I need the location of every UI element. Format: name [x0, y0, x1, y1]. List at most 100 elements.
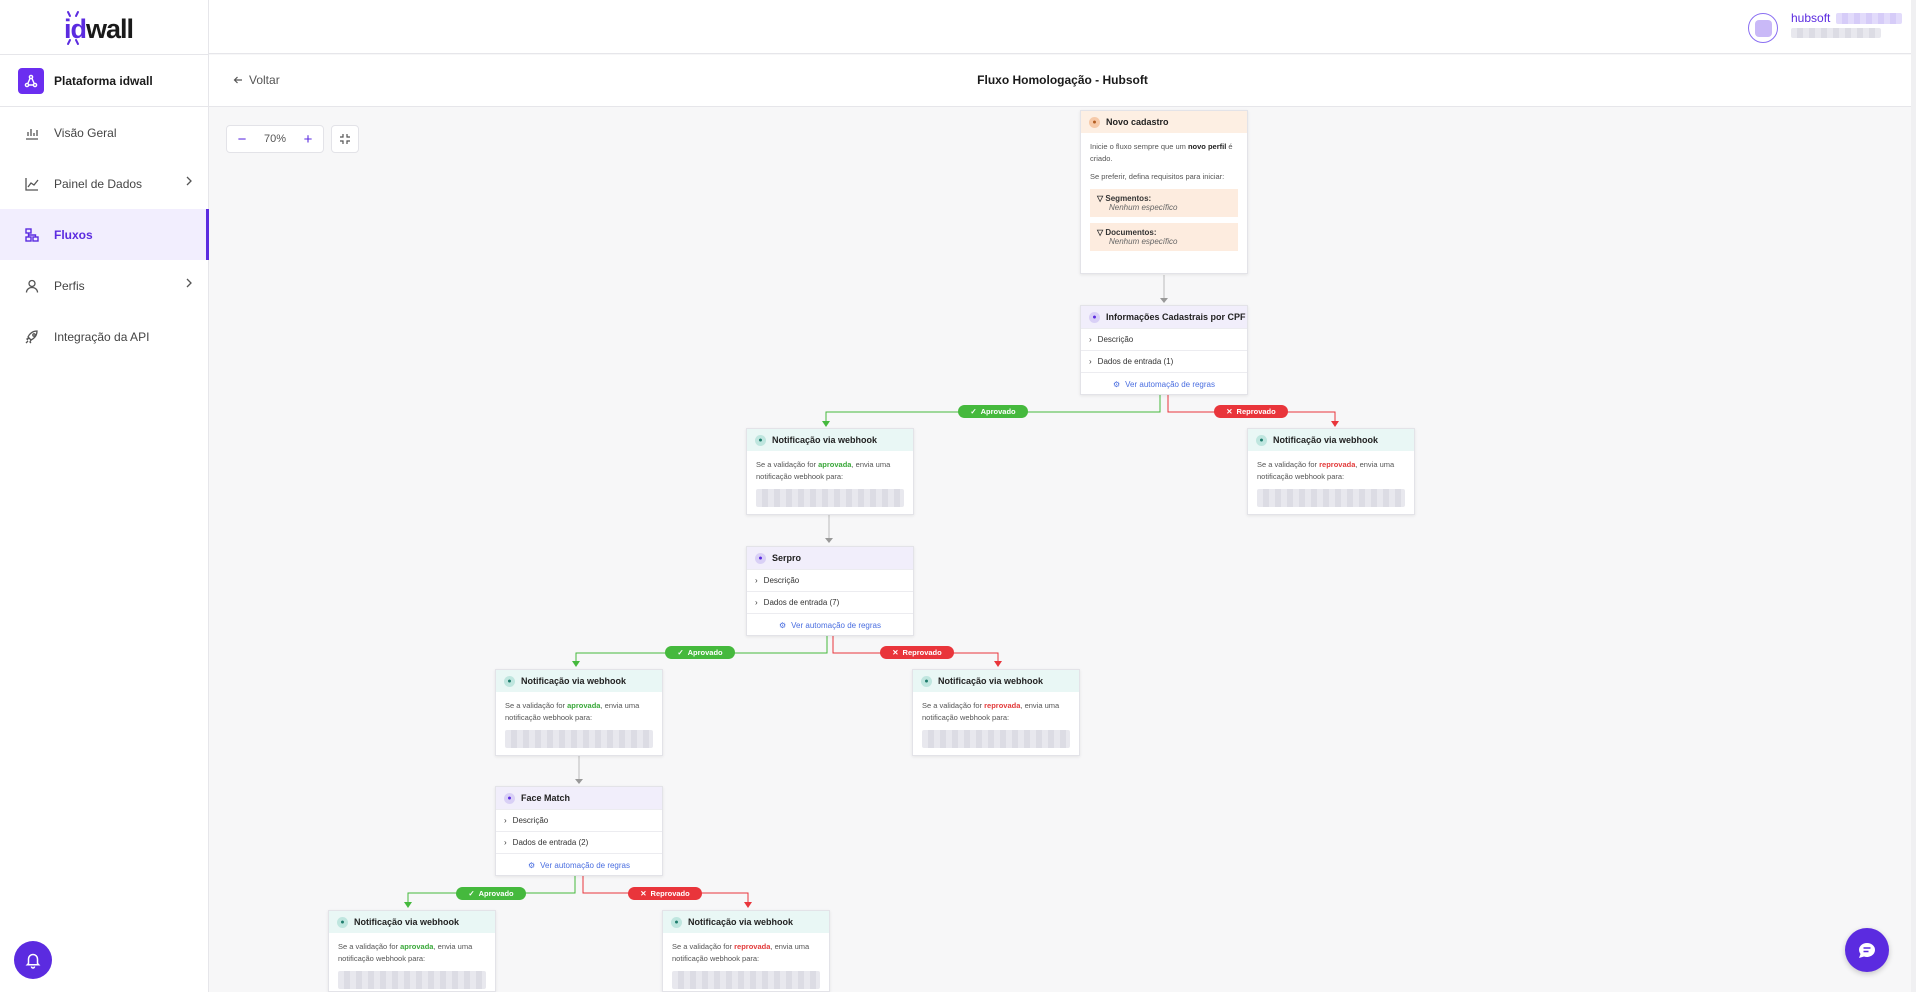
user-avatar[interactable]	[1748, 13, 1778, 43]
chevron-right-icon	[186, 176, 192, 186]
text-pre: Se a validação for	[756, 460, 819, 469]
notifications-button[interactable]	[14, 941, 52, 979]
idwall-logo[interactable]: idwall	[64, 10, 134, 46]
inputs-toggle[interactable]: › Dados de entrada (1)	[1081, 350, 1247, 372]
webhook-node-rejected[interactable]: ● Notificação via webhook Se a validação …	[912, 669, 1080, 756]
segments-requirement[interactable]: ▽ Segmentos: Nenhum específico	[1090, 189, 1238, 217]
node-header: ● Novo cadastro	[1081, 111, 1247, 133]
row-label: Dados de entrada (2)	[512, 838, 589, 847]
description-toggle[interactable]: ›Descrição	[1081, 328, 1247, 350]
segments-value: Nenhum específico	[1109, 203, 1178, 212]
rules-label: Ver automação de regras	[791, 621, 881, 630]
logo-wordmark: idwall	[64, 14, 134, 45]
pill-label: Aprovado	[687, 648, 723, 657]
inputs-toggle[interactable]: ›Dados de entrada (7)	[747, 591, 913, 613]
webhook-description: Se a validação for reprovada, envia uma …	[913, 692, 1079, 724]
sidebar: idwall Plataforma idwall Visão Geral Pai…	[0, 0, 209, 992]
node-header: ● Serpro	[747, 547, 913, 569]
flow-icon	[25, 227, 39, 242]
collapse-icon	[340, 134, 350, 144]
webhook-node-approved[interactable]: ●Notificação via webhook Se a validação …	[328, 910, 496, 992]
webhook-node-rejected[interactable]: ●Notificação via webhook Se a validação …	[1247, 428, 1415, 515]
node-header: ● Face Match	[496, 787, 662, 809]
bar-chart-icon	[26, 128, 38, 140]
inputs-toggle[interactable]: › Dados de entrada (2)	[496, 831, 662, 853]
check-node-cpf[interactable]: ● Informações Cadastrais por CPF ›Descri…	[1080, 305, 1248, 395]
documents-requirement[interactable]: ▽ Documentos: Nenhum específico	[1090, 223, 1238, 251]
description-toggle[interactable]: ›Descrição	[747, 569, 913, 591]
nav-item-painel-de-dados[interactable]: Painel de Dados	[0, 158, 209, 209]
flow-subheader: Voltar Fluxo Homologação - Hubsoft	[209, 55, 1916, 107]
chevron-right-icon: ›	[1089, 357, 1092, 366]
scan-icon: ●	[1089, 311, 1100, 323]
flow-title: Fluxo Homologação - Hubsoft	[977, 73, 1148, 87]
webhook-node-approved[interactable]: ●Notificação via webhook Se a validação …	[495, 669, 663, 756]
page-scrollbar[interactable]	[1911, 0, 1916, 992]
rejected-pill: ✕Reprovado	[880, 646, 954, 659]
nav-label: Fluxos	[54, 227, 93, 242]
pill-label: Reprovado	[902, 648, 942, 657]
nav-item-integracao-api[interactable]: Integração da API	[0, 311, 209, 362]
node-header: ● Informações Cadastrais por CPF	[1081, 306, 1247, 328]
node-title: Novo cadastro	[1106, 117, 1169, 127]
zoom-out-button[interactable]: −	[237, 130, 247, 148]
row-label: Descrição	[512, 816, 549, 825]
start-node[interactable]: ● Novo cadastro Inicie o fluxo sempre qu…	[1080, 110, 1248, 274]
rocket-icon	[25, 329, 38, 343]
row-label: Dados de entrada (1)	[1097, 357, 1174, 366]
fit-view-button[interactable]	[331, 125, 359, 153]
rules-link[interactable]: ⚙Ver automação de regras	[496, 853, 662, 877]
chevron-right-icon: ›	[504, 838, 507, 847]
platform-switcher[interactable]: Plataforma idwall	[18, 68, 153, 94]
check-circle-icon: ✓	[970, 407, 977, 416]
x-circle-icon: ✕	[892, 648, 899, 657]
redacted-webhook-url	[756, 489, 904, 507]
check-circle-icon: ✓	[468, 889, 475, 898]
user-icon	[25, 279, 39, 293]
status-rejected: reprovada	[734, 942, 771, 951]
rules-link[interactable]: ⚙ Ver automação de regras	[747, 613, 913, 637]
webhook-icon: ●	[921, 675, 932, 687]
nav-item-visao-geral[interactable]: Visão Geral	[0, 107, 209, 158]
divider	[0, 106, 209, 107]
user-plus-icon: ●	[1089, 116, 1100, 128]
description-toggle[interactable]: ›Descrição	[496, 809, 662, 831]
redacted-webhook-url	[672, 971, 820, 989]
rules-label: Ver automação de regras	[1125, 380, 1215, 389]
line-chart-icon	[25, 177, 39, 191]
chat-bubble-icon	[1859, 943, 1875, 958]
text-pre: Inicie o fluxo sempre que um	[1090, 142, 1188, 151]
chevron-right-icon	[186, 278, 192, 288]
back-label: Voltar	[249, 73, 280, 87]
text-post: , envia uma notificação webhook para:	[338, 942, 473, 963]
nav-item-perfis[interactable]: Perfis	[0, 260, 209, 311]
webhook-node-rejected[interactable]: ●Notificação via webhook Se a validação …	[662, 910, 830, 992]
check-node-face-match[interactable]: ● Face Match ›Descrição › Dados de entrad…	[495, 786, 663, 876]
node-title: Notificação via webhook	[772, 435, 878, 445]
redacted-webhook-url	[338, 971, 486, 989]
node-title: Serpro	[772, 553, 802, 563]
user-name[interactable]: hubsoft	[1791, 11, 1831, 25]
redacted-webhook-url	[505, 730, 653, 748]
x-circle-icon: ✕	[640, 889, 647, 898]
nav-item-fluxos[interactable]: Fluxos	[0, 209, 209, 260]
webhook-icon: ●	[1256, 434, 1267, 446]
node-title: Notificação via webhook	[354, 917, 460, 927]
node-title: Notificação via webhook	[688, 917, 794, 927]
webhook-node-approved[interactable]: ●Notificação via webhook Se a validação …	[746, 428, 914, 515]
gear-icon: ⚙	[778, 621, 787, 630]
zoom-in-button[interactable]: +	[303, 130, 313, 148]
approved-pill: ✓Aprovado	[665, 646, 735, 659]
redacted-user-company	[1836, 13, 1902, 24]
chat-support-button[interactable]	[1845, 928, 1889, 972]
row-label: Descrição	[1097, 335, 1134, 344]
rules-link[interactable]: ⚙Ver automação de regras	[1081, 372, 1247, 396]
node-header: ●Notificação via webhook	[329, 911, 495, 933]
status-rejected: reprovada	[984, 701, 1021, 710]
text-post: é criado.	[1090, 142, 1233, 163]
check-node-serpro[interactable]: ● Serpro ›Descrição ›Dados de entrada (7…	[746, 546, 914, 636]
rejected-pill: ✕Reprovado	[1214, 405, 1288, 418]
text-pre: Se a validação for	[922, 701, 985, 710]
back-button[interactable]: Voltar	[233, 73, 280, 87]
node-title: Notificação via webhook	[938, 676, 1044, 686]
